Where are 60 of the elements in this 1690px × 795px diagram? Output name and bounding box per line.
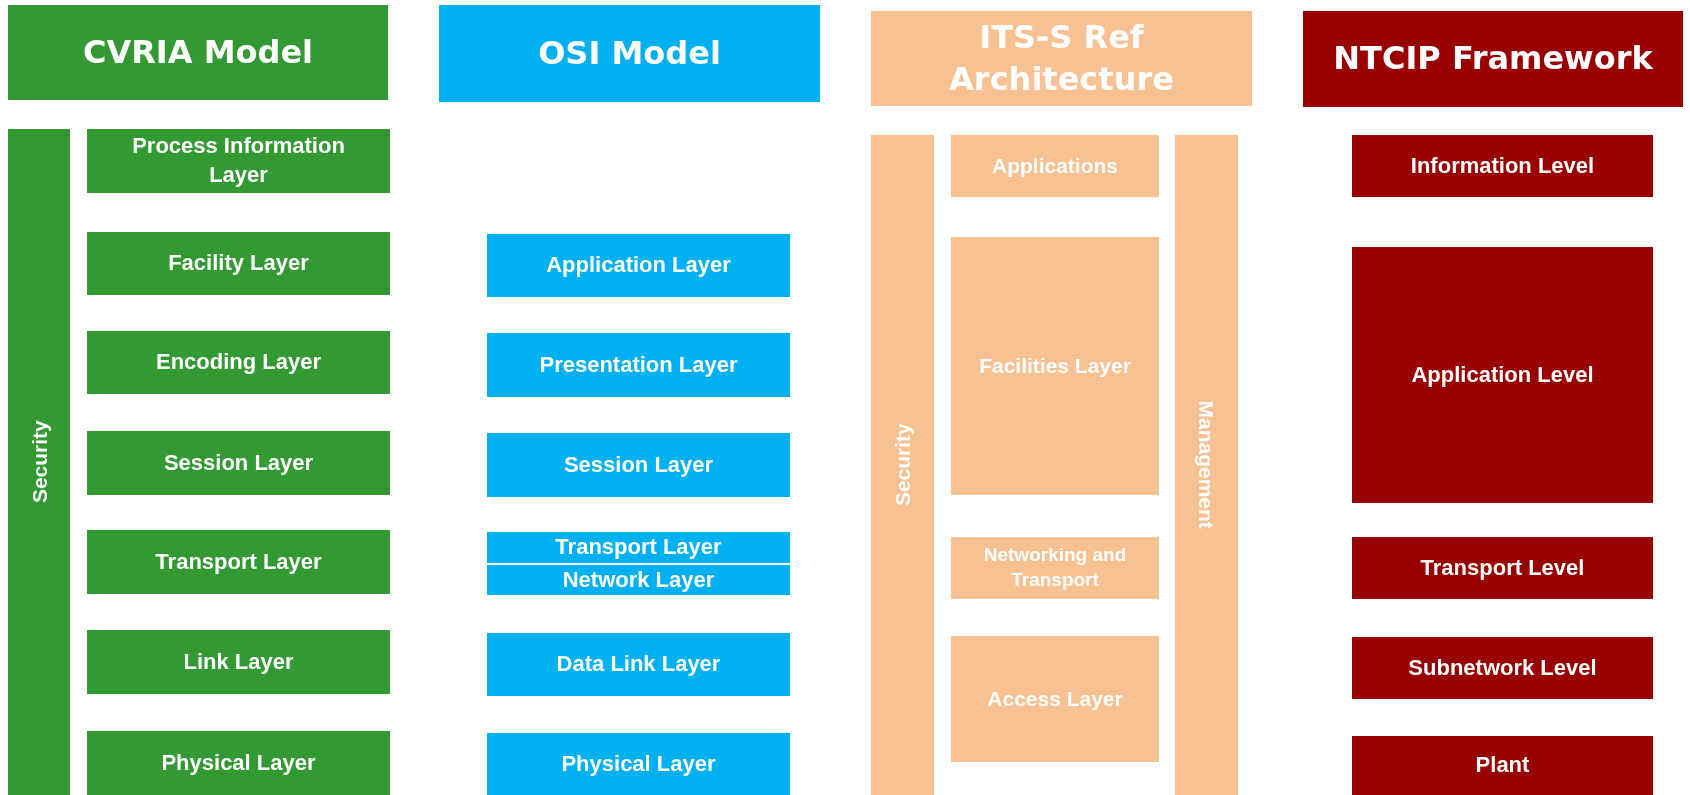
vertical-bar: [1175, 135, 1238, 795]
layer-label: Transport Layer: [554, 533, 723, 562]
column-header: [871, 11, 1252, 106]
layer-label: Process Information Layer: [131, 132, 346, 189]
vertical-bar: [8, 129, 70, 795]
layer-label: Security: [26, 420, 52, 504]
layer-box: [487, 565, 790, 595]
layer-label: Management: [1194, 400, 1220, 530]
layer-box: [87, 630, 390, 694]
column-header: [439, 5, 820, 102]
layer-box: [951, 537, 1159, 599]
layer-box: [1352, 135, 1653, 197]
layer-label: Facilities Layer: [978, 353, 1132, 380]
layer-box: [87, 232, 390, 295]
layer-box: [487, 234, 790, 297]
header-text: ITS-S Ref Architecture: [948, 16, 1175, 100]
layer-box: [487, 633, 790, 696]
layer-label: Transport Layer: [154, 547, 323, 576]
layer-box: [1352, 537, 1653, 599]
layer-box: [487, 532, 790, 563]
layer-label: Information Level: [1409, 151, 1596, 180]
layer-box: [487, 433, 790, 497]
layer-box: [951, 237, 1159, 495]
layer-label: Plant: [1474, 751, 1531, 780]
layer-label: Session Layer: [562, 450, 715, 479]
layer-box: [1352, 247, 1653, 503]
layer-box: [87, 530, 390, 594]
header-text: NTCIP Framework: [1332, 38, 1654, 80]
column-header: [8, 5, 388, 100]
layer-label: Application Layer: [545, 251, 732, 280]
layer-box: [1352, 637, 1653, 699]
vertical-bar: [871, 135, 934, 795]
layer-label: Session Layer: [162, 448, 315, 477]
layer-label: Application Level: [1410, 360, 1595, 389]
layer-label: Physical Layer: [160, 748, 317, 777]
layer-box: [487, 733, 790, 795]
layer-label: Transport Level: [1419, 553, 1586, 582]
layer-label: Applications: [991, 153, 1119, 180]
layer-label: Access Layer: [986, 686, 1124, 713]
layer-label: Subnetwork Level: [1407, 653, 1598, 682]
layer-label: Physical Layer: [560, 749, 717, 778]
layer-label: Security: [889, 423, 915, 507]
layer-box: [87, 431, 390, 495]
layer-label: Data Link Layer: [555, 650, 722, 679]
layer-label: Networking and Transport: [982, 543, 1128, 592]
header-text: OSI Model: [537, 32, 722, 74]
layer-box: [87, 331, 390, 394]
layer-box: [87, 731, 390, 795]
layer-box: [87, 129, 390, 193]
column-header: [1303, 11, 1683, 107]
layer-label: Presentation Layer: [538, 350, 739, 379]
layer-box: [951, 636, 1159, 762]
layer-label: Encoding Layer: [154, 348, 322, 377]
layer-label: Network Layer: [561, 565, 716, 594]
layer-label: Link Layer: [182, 647, 295, 676]
layer-box: [951, 135, 1159, 197]
layer-label: Facility Layer: [167, 249, 310, 278]
layer-box: [487, 333, 790, 397]
layer-box: [1352, 736, 1653, 795]
header-text: CVRIA Model: [81, 31, 315, 73]
